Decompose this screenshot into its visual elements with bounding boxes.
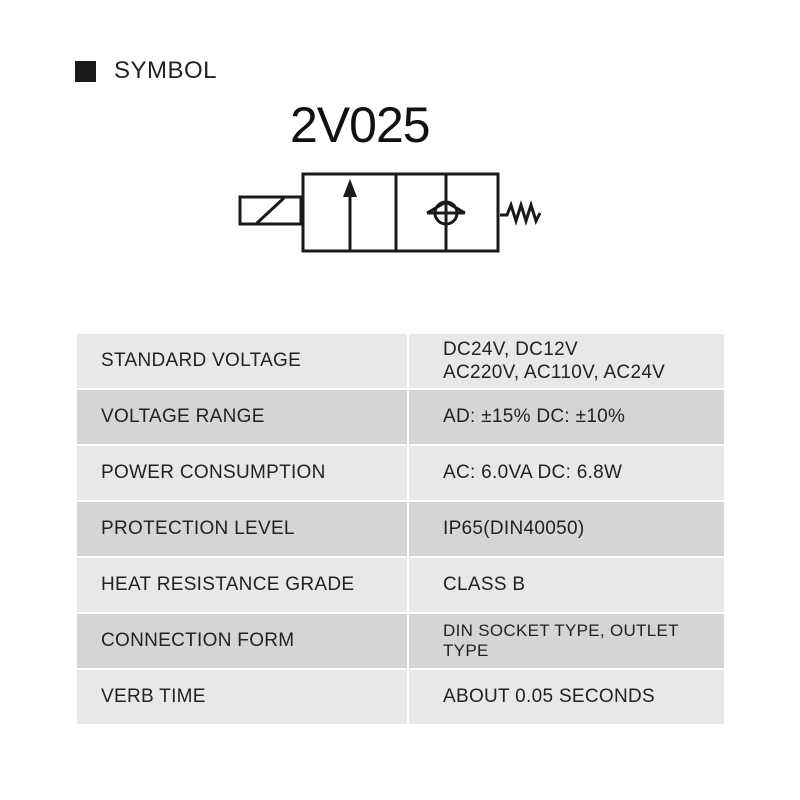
spec-value: AC: 6.0VA DC: 6.8W: [408, 445, 724, 501]
valve-body: [301, 172, 500, 253]
spec-value-line: DC24V, DC12V: [443, 339, 578, 360]
spec-label: PROTECTION LEVEL: [77, 501, 409, 557]
spec-row-heat-resistance: HEAT RESISTANCE GRADE CLASS B: [77, 557, 724, 613]
square-bullet-icon: [75, 60, 96, 82]
spec-value: ABOUT 0.05 SECONDS: [408, 669, 724, 725]
spec-row-power-consumption: POWER CONSUMPTION AC: 6.0VA DC: 6.8W: [77, 445, 724, 501]
spec-row-protection-level: PROTECTION LEVEL IP65(DIN40050): [77, 501, 724, 557]
spec-table: STANDARD VOLTAGE DC24V, DC12V AC220V, AC…: [77, 334, 724, 726]
spec-label: HEAT RESISTANCE GRADE: [77, 557, 409, 613]
spec-value: AD: ±15% DC: ±10%: [408, 389, 724, 445]
spec-value: CLASS B: [408, 557, 724, 613]
spec-value-line: AC220V, AC110V, AC24V: [443, 362, 666, 383]
spec-row-standard-voltage: STANDARD VOLTAGE DC24V, DC12V AC220V, AC…: [77, 334, 724, 389]
spec-value: DIN SOCKET TYPE, OUTLET TYPE: [408, 613, 724, 669]
section-header: SYMBOL: [75, 57, 218, 84]
spec-value: IP65(DIN40050): [408, 501, 724, 557]
spec-label: POWER CONSUMPTION: [77, 445, 409, 501]
section-title: SYMBOL: [114, 57, 218, 84]
spec-label: VERB TIME: [77, 669, 409, 725]
spec-value: DC24V, DC12V AC220V, AC110V, AC24V: [408, 334, 724, 389]
spring-icon: [500, 199, 542, 227]
spec-row-voltage-range: VOLTAGE RANGE AD: ±15% DC: ±10%: [77, 389, 724, 445]
solenoid-coil-icon: [238, 195, 303, 226]
model-label: 2V025: [290, 97, 431, 153]
valve-symbol-icon: [238, 172, 542, 253]
spec-label: STANDARD VOLTAGE: [77, 334, 409, 389]
spec-row-verb-time: VERB TIME ABOUT 0.05 SECONDS: [77, 669, 724, 725]
spec-row-connection-form: CONNECTION FORM DIN SOCKET TYPE, OUTLET …: [77, 613, 724, 669]
spec-label: CONNECTION FORM: [77, 613, 409, 669]
spec-label: VOLTAGE RANGE: [77, 389, 409, 445]
